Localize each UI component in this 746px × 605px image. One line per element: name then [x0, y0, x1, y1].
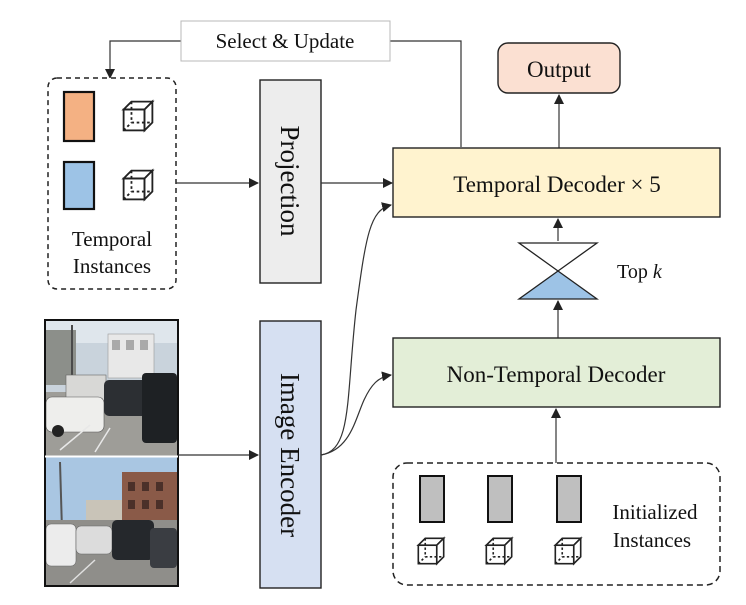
- cube-icon: [122, 169, 154, 201]
- output-block: Output: [497, 42, 621, 94]
- select-update-label: Select & Update: [216, 29, 355, 53]
- cube-icon: [485, 537, 513, 565]
- output-label: Output: [527, 57, 592, 82]
- projection-label: Projection: [275, 126, 305, 237]
- lower-photo-white-car: [45, 523, 77, 567]
- upper-photo-lane-line: [94, 427, 111, 453]
- non-temporal-decoder-block: Non-Temporal Decoder: [392, 337, 721, 408]
- non-temporal-decoder-label: Non-Temporal Decoder: [447, 362, 666, 387]
- temporal-instances-label-1: Temporal: [72, 227, 152, 251]
- lower-photo-window: [128, 482, 135, 491]
- output-box: [497, 42, 621, 94]
- arrow-encoder-to-non-temporal-decoder: [320, 371, 392, 456]
- image-encoder-label: Image Encoder: [275, 373, 305, 537]
- cube-icon: [417, 537, 445, 565]
- initialized-instances-frame: [392, 462, 721, 586]
- temporal-instance-blue: [62, 160, 96, 211]
- upper-photo-suv: [142, 373, 177, 443]
- initialized-instance-3: [556, 475, 582, 523]
- upper-photo-wheel: [52, 425, 64, 437]
- topk-upper-triangle: [516, 242, 600, 272]
- topk-label: Top k: [617, 261, 663, 283]
- arrow-encoder-to-temporal-decoder: [320, 202, 392, 456]
- lower-photo-window: [156, 500, 163, 509]
- camera-image-upper: [45, 321, 177, 456]
- initialized-instances-label-1: Initialized: [612, 500, 698, 524]
- initialized-instances-label-2: Instances: [613, 528, 691, 552]
- temporal-instance-orange: [62, 90, 96, 143]
- cube-icon: [122, 100, 154, 132]
- lower-photo-dark-car-right: [150, 528, 177, 568]
- lower-photo-window: [142, 482, 149, 491]
- initialized-instance-1: [419, 475, 445, 523]
- non-temporal-decoder-box: [392, 337, 721, 408]
- camera-images: [44, 319, 179, 587]
- lower-photo-window: [128, 500, 135, 509]
- projection-block: Projection: [259, 79, 322, 284]
- lower-photo-window: [142, 500, 149, 509]
- temporal-instances-group: Temporal Instances: [47, 77, 177, 290]
- lower-photo-pole: [59, 461, 63, 531]
- upper-photo-window: [140, 340, 148, 350]
- select-update-box: [180, 20, 391, 62]
- top-k-selector: Top k: [516, 218, 663, 338]
- lower-photo-silver-car: [75, 525, 113, 555]
- initialized-instance-2: [487, 475, 513, 523]
- temporal-instances-label-2: Instances: [73, 254, 151, 278]
- cube-icon: [554, 537, 582, 565]
- camera-images-frame: [44, 319, 179, 587]
- temporal-decoder-box: [392, 147, 721, 218]
- upper-photo-window: [112, 340, 120, 350]
- temporal-decoder-label: Temporal Decoder × 5: [453, 172, 660, 197]
- lower-photo-dark-car: [112, 520, 154, 560]
- upper-photo-window: [126, 340, 134, 350]
- projection-box: [259, 79, 322, 284]
- select-update-feedback: Select & Update: [105, 20, 462, 147]
- temporal-decoder-block: Temporal Decoder × 5: [392, 147, 721, 218]
- image-encoder-box: [259, 320, 322, 589]
- image-encoder-block: Image Encoder: [259, 320, 322, 589]
- camera-image-lower: [45, 457, 177, 585]
- topk-lower-triangle: [516, 270, 600, 300]
- initialized-instances-group: Initialized Instances: [392, 462, 721, 586]
- upper-photo-lane-line: [59, 424, 91, 451]
- lower-photo-lane-line: [69, 559, 96, 584]
- lower-photo-window: [156, 482, 163, 491]
